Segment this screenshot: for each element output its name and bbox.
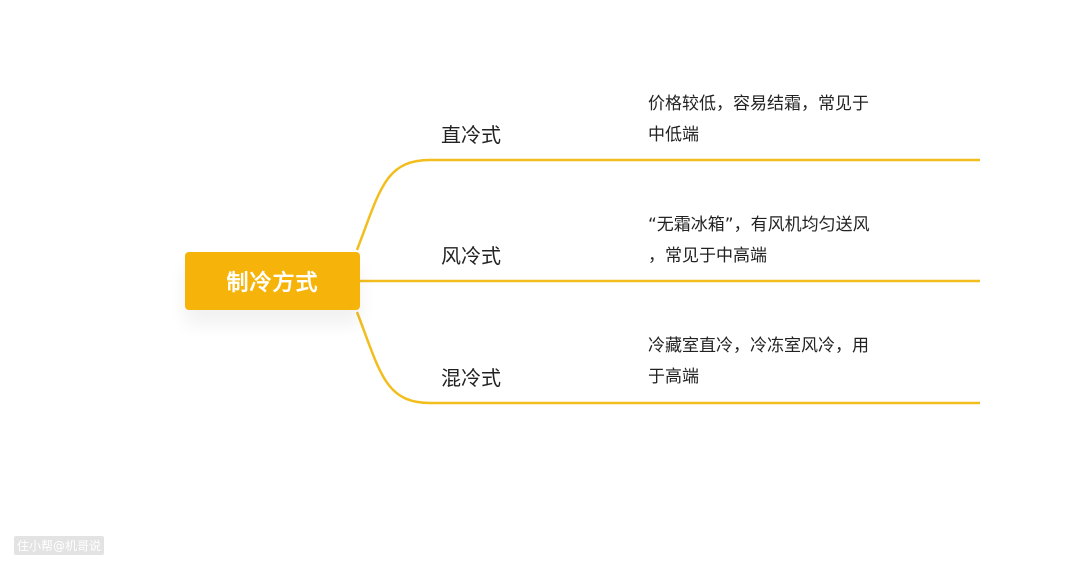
desc-line: 于高端 — [648, 367, 699, 387]
connector-top — [355, 158, 980, 251]
branch-node-direct-cooling[interactable]: 直冷式 — [441, 123, 501, 147]
desc-line: 价格较低，容易结霜，常见于 — [648, 94, 869, 114]
desc-line: “无霜冰箱”，有风机均匀送风 — [648, 215, 870, 235]
branch-desc-hybrid-cooling: 冷藏室直冷，冷冻室风冷，用 于高端 — [648, 331, 908, 393]
desc-line: 中低端 — [648, 125, 699, 145]
desc-line: ，常见于中高端 — [648, 246, 767, 266]
branch-node-air-cooling[interactable]: 风冷式 — [441, 244, 501, 268]
root-node[interactable]: 制冷方式 — [185, 252, 360, 310]
branch-node-hybrid-cooling[interactable]: 混冷式 — [441, 366, 501, 390]
branch-desc-direct-cooling: 价格较低，容易结霜，常见于 中低端 — [648, 89, 908, 151]
connector-bottom — [355, 311, 980, 405]
desc-line: 冷藏室直冷，冷冻室风冷，用 — [648, 336, 869, 356]
branch-desc-air-cooling: “无霜冰箱”，有风机均匀送风 ，常见于中高端 — [648, 210, 908, 272]
watermark: 住小帮@机哥说 — [14, 536, 105, 555]
